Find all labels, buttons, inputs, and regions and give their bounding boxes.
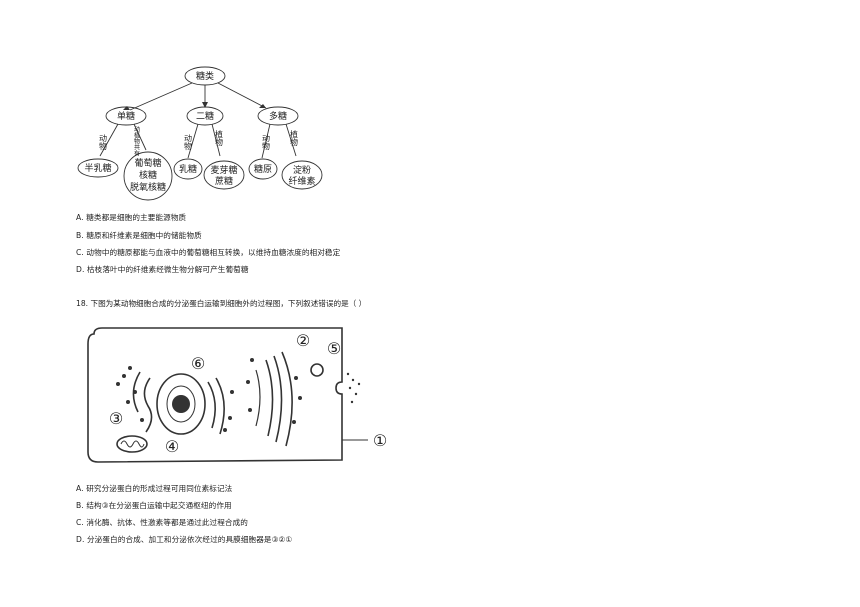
branch-animal-1: 动物 bbox=[99, 133, 108, 151]
branch-plant-3: 植物 bbox=[290, 129, 299, 147]
diagram-group-2: 二糖 bbox=[196, 110, 214, 122]
leaf-galactose: 半乳糖 bbox=[84, 162, 111, 174]
q18-stem: 18. 下图为某动物细胞合成的分泌蛋白运输到细胞外的过程图，下列叙述错误的是（ … bbox=[76, 299, 367, 308]
leaf-ribose: 核糖 bbox=[139, 169, 157, 181]
leaf-sucrose: 蔗糖 bbox=[215, 175, 233, 187]
q18-option-d[interactable]: D. 分泌蛋白的合成、加工和分泌依次经过的具膜细胞器是③②① bbox=[76, 535, 293, 544]
sugar-classification-diagram: 糖类 单糖 二糖 多糖 半乳糖 葡萄糖 核糖 脱氧核糖 乳糖 麦芽糖 蔗糖 糖原… bbox=[77, 66, 323, 201]
secretory-protein-cell-diagram: ⑥ ② ⑤ ③ ④ ① bbox=[87, 327, 387, 463]
branch-animal-3: 动物 bbox=[262, 133, 271, 151]
label-1-membrane: ① bbox=[373, 431, 387, 450]
branch-animal-2: 动物 bbox=[184, 133, 193, 151]
leaf-maltose: 麦芽糖 bbox=[210, 164, 237, 176]
label-3-er: ③ bbox=[109, 409, 123, 428]
label-4-mitochondrion: ④ bbox=[165, 437, 179, 456]
leaf-cellulose: 纤维素 bbox=[288, 175, 315, 187]
leaf-starch: 淀粉 bbox=[293, 164, 311, 176]
q17-option-c[interactable]: C. 动物中的糖原都能与血液中的葡萄糖相互转换，以维持血糖浓度的相对稳定 bbox=[76, 248, 341, 257]
q17-option-d[interactable]: D. 枯枝落叶中的纤维素经微生物分解可产生葡萄糖 bbox=[76, 265, 249, 274]
leaf-glucose: 葡萄糖 bbox=[134, 157, 161, 169]
leaf-deoxyribose: 脱氧核糖 bbox=[130, 181, 166, 193]
branch-shared: 动植物共有 bbox=[133, 126, 140, 157]
diagram-root: 糖类 bbox=[196, 70, 214, 82]
diagram-group-1: 单糖 bbox=[117, 110, 135, 122]
branch-plant-2: 植物 bbox=[215, 129, 224, 147]
label-2-golgi: ② bbox=[296, 331, 310, 350]
diagram-group-3: 多糖 bbox=[269, 110, 287, 122]
label-5-vesicle: ⑤ bbox=[327, 339, 341, 358]
q18-option-b[interactable]: B. 结构③在分泌蛋白运输中起交通枢纽的作用 bbox=[76, 501, 232, 510]
leaf-lactose: 乳糖 bbox=[179, 163, 197, 175]
q18-option-c[interactable]: C. 消化酶、抗体、性激素等都是通过此过程合成的 bbox=[76, 518, 248, 527]
q17-option-b[interactable]: B. 糖原和纤维素是细胞中的储能物质 bbox=[76, 231, 202, 240]
q18-option-a[interactable]: A. 研究分泌蛋白的形成过程可用同位素标记法 bbox=[76, 484, 233, 493]
q17-option-a[interactable]: A. 糖类都是细胞的主要能源物质 bbox=[76, 213, 187, 222]
leaf-glycogen: 糖原 bbox=[254, 163, 272, 175]
label-6-nucleus: ⑥ bbox=[191, 354, 205, 373]
